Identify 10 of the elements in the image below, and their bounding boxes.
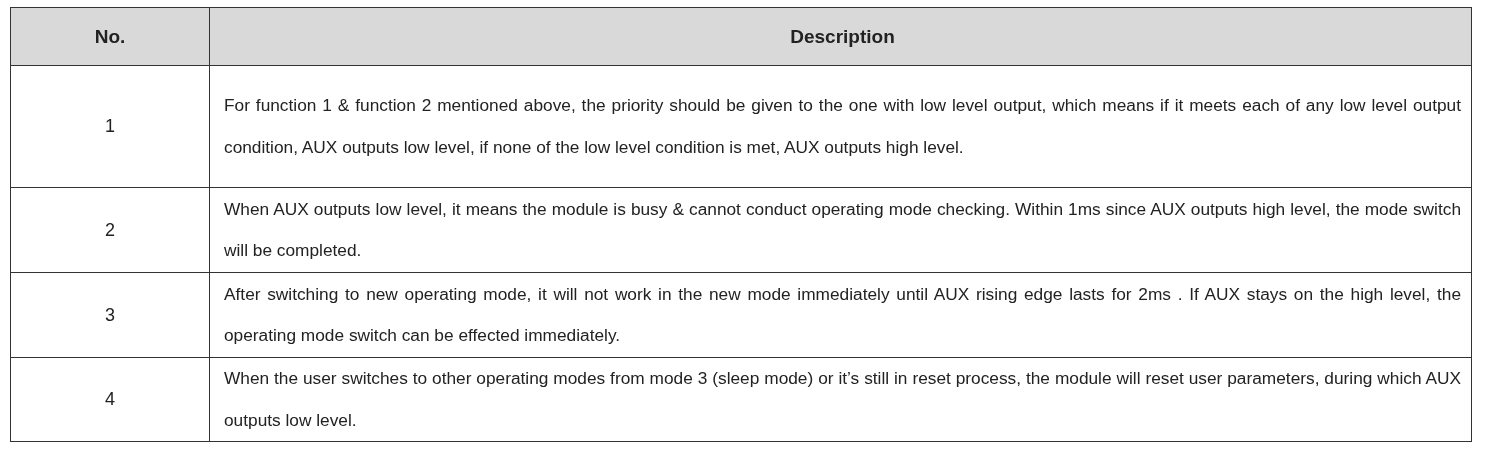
number-cell: 2 — [10, 187, 210, 273]
description-cell: For function 1 & function 2 mentioned above, the priority should be given to the one with low level output, which means if it meets each of any low level output condition, AUX outputs low level, if none of the low level condition is met, AUX outputs high level. — [209, 65, 1472, 188]
number-cell: 3 — [10, 272, 210, 358]
description-cell: After switching to new operating mode, it will not work in the new mode immediately until AUX rising edge lasts for 2ms . If AUX stays on the high level, the operating mode switch can be effected immediately. — [209, 272, 1472, 358]
number-cell: 4 — [10, 357, 210, 442]
header-cell: Description — [209, 7, 1472, 66]
description-cell: When the user switches to other operating modes from mode 3 (sleep mode) or it’s still in reset process, the module will reset user parameters, during which AUX outputs low level. — [209, 357, 1472, 442]
header-cell: No. — [10, 7, 210, 66]
number-cell: 1 — [10, 65, 210, 188]
description-cell: When AUX outputs low level, it means the module is busy & cannot conduct operating mode checking. Within 1ms since AUX outputs high level, the mode switch will be completed. — [209, 187, 1472, 273]
